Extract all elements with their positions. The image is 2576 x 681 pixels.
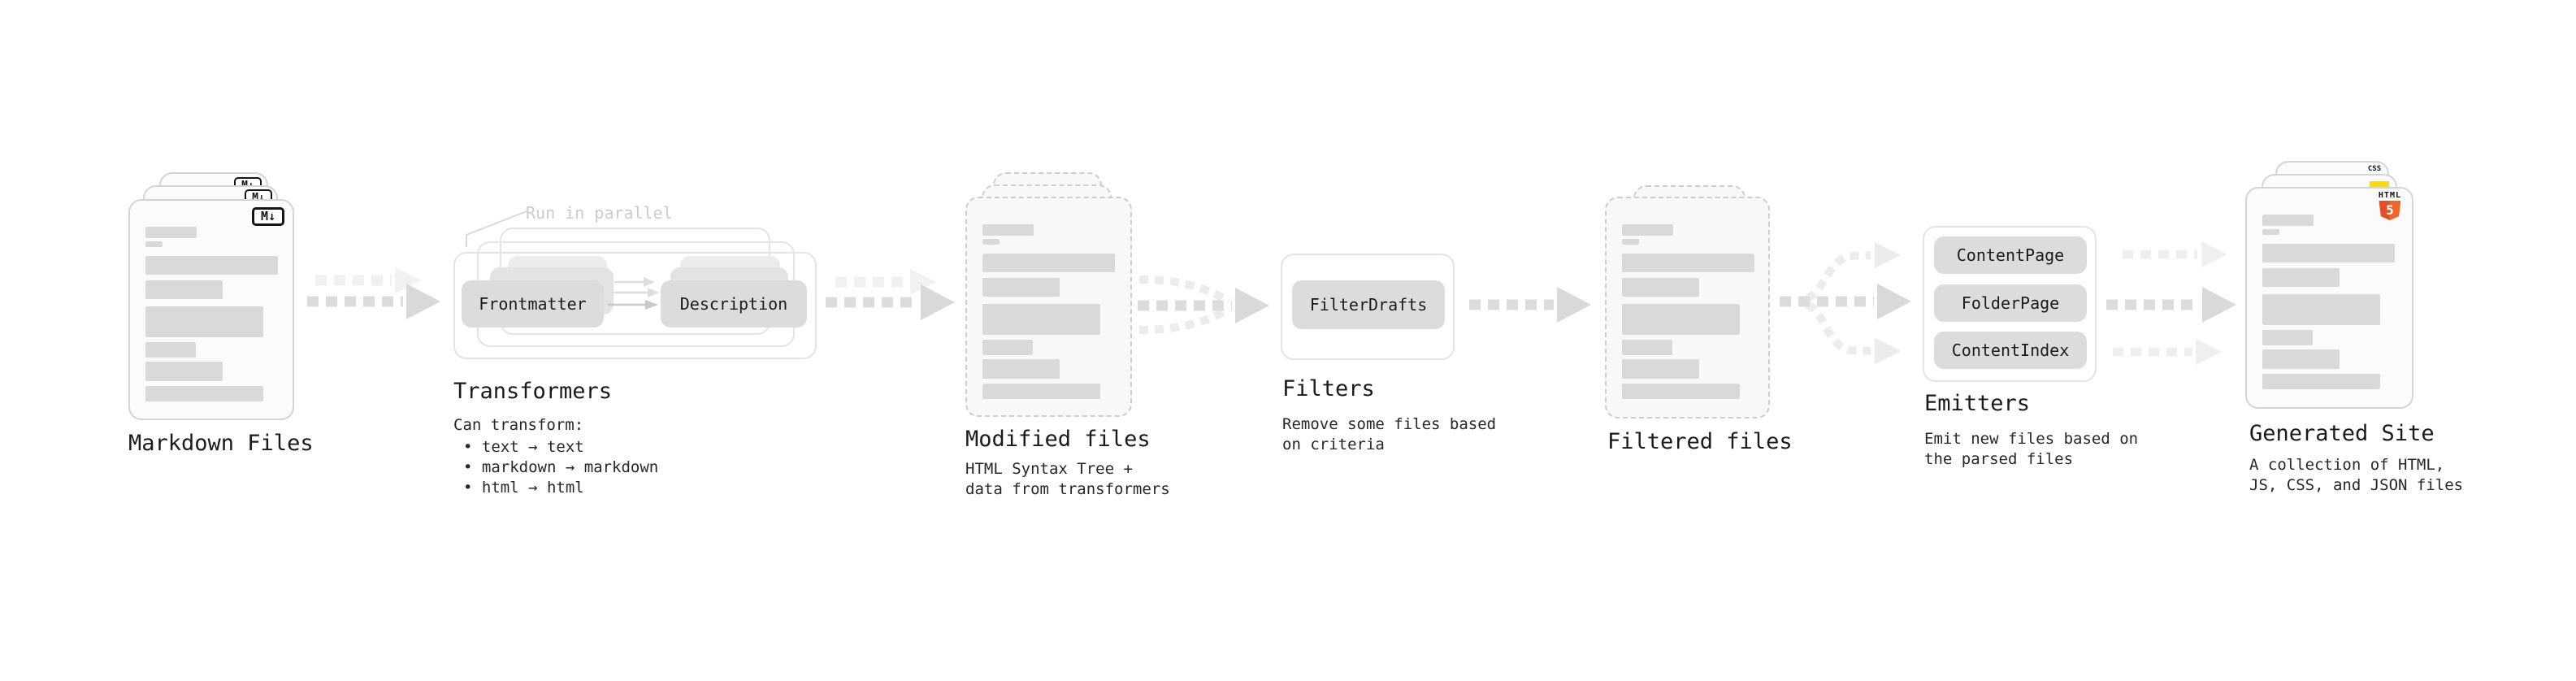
arrowhead-ghost-icon	[395, 267, 421, 293]
text-line-placeholder	[982, 254, 1115, 272]
arrowhead-icon	[921, 284, 955, 320]
generated-site-title: Generated Site	[2249, 421, 2435, 446]
arrowhead-ghost-icon	[2196, 339, 2222, 365]
text-line-placeholder	[145, 306, 263, 337]
text-line-placeholder	[1622, 304, 1740, 335]
transformers-bullet: • text → text	[463, 438, 584, 456]
emitters-title: Emitters	[1924, 391, 2031, 416]
text-line-placeholder	[2262, 215, 2314, 226]
generated-html-card: HTML 5	[2245, 187, 2413, 409]
filters-container	[1281, 254, 1455, 360]
html5-shield-icon: 5	[2379, 201, 2401, 220]
text-line-placeholder	[2262, 244, 2395, 262]
js-icon	[2370, 181, 2389, 190]
filters-desc-line1: Remove some files based	[1282, 415, 1497, 433]
filters-desc-line2: on criteria	[1282, 436, 1385, 453]
text-line-placeholder	[982, 224, 1034, 236]
text-line-placeholder	[145, 256, 278, 275]
text-line-placeholder	[1622, 254, 1754, 272]
markdown-files-title: Markdown Files	[128, 431, 314, 456]
arrowhead-ghost-icon	[910, 269, 936, 295]
text-line-placeholder	[145, 227, 197, 238]
text-line-placeholder	[2262, 294, 2380, 325]
text-line-placeholder	[1622, 224, 1673, 236]
arrowhead-icon	[1235, 288, 1269, 323]
modified-files-title: Modified files	[965, 427, 1151, 452]
transformers-title: Transformers	[453, 379, 613, 404]
text-line-placeholder	[982, 304, 1100, 335]
arrow-filtered-to-emitters-fanout	[1780, 242, 1911, 364]
modified-files-desc-line2: data from transformers	[965, 480, 1170, 498]
transformer-container-front	[453, 252, 817, 359]
text-line-placeholder	[1622, 340, 1672, 355]
generated-site-desc-line2: JS, CSS, and JSON files	[2249, 476, 2464, 494]
text-line-placeholder	[145, 362, 223, 381]
contentindex-box: ContentIndex	[1934, 332, 2087, 369]
html5-shield-number: 5	[2386, 202, 2394, 218]
arrowhead-ghost-icon	[1875, 242, 1901, 268]
emitters-desc-line1: Emit new files based on	[1924, 430, 2139, 448]
modified-file-card-front	[965, 197, 1132, 417]
arrows-emitters-to-generated	[2106, 241, 2236, 365]
arrowhead-icon	[2202, 287, 2236, 323]
transformers-bullet: • markdown → markdown	[463, 458, 659, 476]
arrowhead-ghost-icon	[1875, 338, 1901, 364]
markdown-file-card-front: M↓	[128, 199, 294, 420]
contentpage-box: ContentPage	[1934, 236, 2087, 274]
text-line-placeholder	[2262, 374, 2380, 389]
html5-icon-label: HTML	[2378, 191, 2401, 200]
filterdrafts-box: FilterDrafts	[1292, 280, 1445, 329]
text-line-placeholder	[1622, 239, 1639, 245]
filtered-files-title: Filtered files	[1607, 429, 1793, 454]
text-line-placeholder	[145, 386, 263, 401]
frontmatter-box: Frontmatter	[462, 280, 604, 327]
arrow-filters-to-filtered	[1469, 287, 1591, 323]
arrow-transformers-to-modified	[826, 269, 955, 320]
text-line-placeholder	[982, 359, 1060, 379]
text-line-placeholder	[1622, 278, 1699, 297]
description-box: Description	[661, 280, 807, 327]
filtered-file-card-front	[1605, 197, 1770, 419]
arrowhead-icon	[406, 284, 440, 319]
modified-files-desc-line1: HTML Syntax Tree +	[965, 460, 1133, 478]
text-line-placeholder	[145, 280, 223, 299]
filters-title: Filters	[1282, 376, 1375, 401]
transformers-bullet: • html → html	[463, 479, 584, 497]
generated-site-desc-line1: A collection of HTML,	[2249, 456, 2445, 474]
text-line-placeholder	[982, 384, 1100, 399]
text-line-placeholder	[982, 340, 1033, 355]
run-in-parallel-note: Run in parallel	[526, 203, 673, 223]
markdown-icon: M↓	[252, 207, 284, 226]
arrow-markdown-to-transformers	[307, 267, 440, 319]
arrowhead-icon	[1877, 284, 1911, 319]
folderpage-box: FolderPage	[1934, 284, 2087, 322]
text-line-placeholder	[1622, 359, 1699, 379]
arrowhead-icon	[1557, 287, 1591, 323]
text-line-placeholder	[982, 278, 1060, 297]
transformers-desc-heading: Can transform:	[453, 416, 584, 434]
html5-icon: HTML 5	[2379, 192, 2401, 220]
css-icon-label: CSS	[2367, 165, 2382, 173]
text-line-placeholder	[2262, 229, 2279, 235]
arrow-modified-to-filters-merge	[1138, 275, 1269, 334]
text-line-placeholder	[2262, 349, 2340, 369]
emitters-desc-line2: the parsed files	[1924, 450, 2074, 468]
emitters-container	[1923, 226, 2097, 382]
text-line-placeholder	[2262, 268, 2340, 287]
text-line-placeholder	[145, 342, 196, 358]
text-line-placeholder	[145, 241, 163, 247]
text-line-placeholder	[1622, 384, 1740, 399]
text-line-placeholder	[982, 239, 1000, 245]
arrowhead-ghost-icon	[2201, 241, 2227, 267]
text-line-placeholder	[2262, 330, 2313, 345]
